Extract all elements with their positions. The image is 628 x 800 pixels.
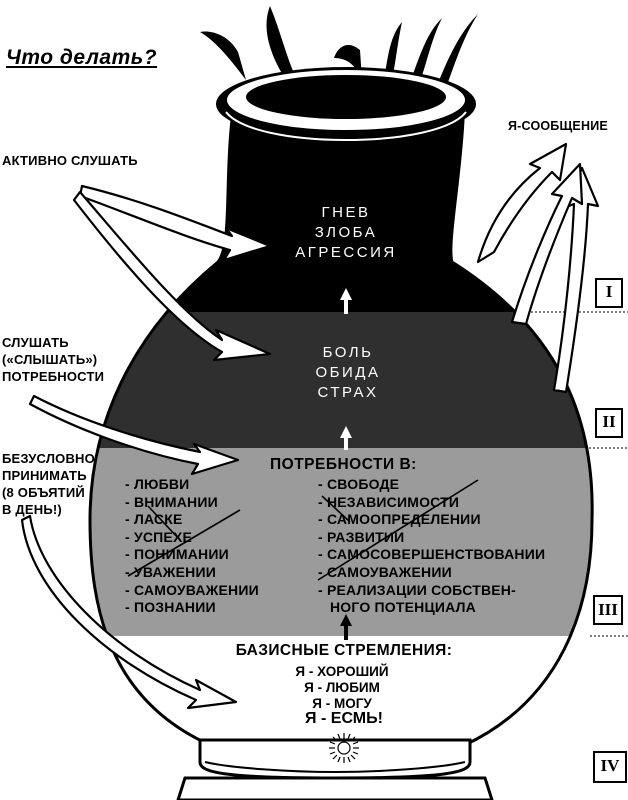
need-right-4: - РАЗВИТИИ [318,528,405,545]
splash-drops [200,6,478,88]
need-right-8: НОГО ПОТЕНЦИАЛА [330,599,476,616]
label-accept-line-1: БЕЗУСЛОВНО [2,451,95,466]
numeral-iii: III [598,600,618,619]
need-left-6: - УВАЖЕНИИ [125,563,217,580]
label-accept-line-2: ПРИНИМАТЬ [2,468,87,483]
need-left-4: - УСПЕХЕ [125,528,193,545]
arrow-listen-to-ii [72,190,272,362]
arrow-ii-to-message [552,166,600,394]
jug-base [176,738,494,800]
page-title: Что делать? [6,46,158,69]
level-i-word-3: АГРЕССИЯ [295,244,397,261]
outline-arrows [20,142,600,710]
need-right-2: - НЕЗАВИСИМОСТИ [318,493,460,510]
level-iv-lines: Я - ХОРОШИЙ Я - ЛЮБИМ Я - МОГУ [182,664,502,712]
label-active-listen: АКТИВНО СЛУШАТЬ [2,153,138,168]
sun-icon [329,733,359,763]
need-right-3: - САМООПРЕДЕЛЕНИИ [318,511,481,528]
need-left-7: - САМОУВАЖЕНИИ [125,581,259,598]
level-iv-emphasis: Я - ЕСМЬ! [305,710,383,727]
level-iv-line-1: Я - ХОРОШИЙ [295,664,389,679]
label-accept-line-3: (8 ОБЪЯТИЙ [2,485,85,500]
level-iv-line-2: Я - ЛЮБИМ [304,680,380,695]
band-level-ii [90,312,593,448]
need-right-5: - САМОСОВЕРШЕНСТВОВАНИИ [318,546,546,563]
numeral-ii: II [602,412,616,431]
level-ii-word-1: БОЛЬ [322,344,374,361]
level-i-words: ГНЕВ ЗЛОБА АГРЕССИЯ [246,203,446,263]
level-iv-heading: БАЗИСНЫЕ СТРЕМЛЕНИЯ: [235,642,453,659]
jug-mouth [216,67,476,142]
numeral-iv: IV [600,756,620,775]
needs-right-list: - СВОБОДЕ - НЕЗАВИСИМОСТИ - САМООПРЕДЕЛЕ… [318,476,545,617]
need-left-3: - ЛАСКЕ [125,511,183,528]
numeral-i: I [605,282,613,301]
label-hear-needs-line-2: («СЛЫШАТЬ») [2,352,98,367]
numeral-boxes [593,278,627,783]
label-i-message: Я-СООБЩЕНИЕ [508,119,608,133]
needs-left-list: - ЛЮБВИ - ВНИМАНИИ - ЛАСКЕ - УСПЕХЕ - ПО… [125,476,259,617]
need-left-5: - ПОНИМАНИИ [125,546,229,563]
label-accept-line-4: В ДЕНЬ!) [2,502,62,517]
up-arrows [340,288,352,640]
arrow-i-to-message-a [476,142,568,264]
level-i-word-1: ГНЕВ [321,204,371,221]
band-level-iii [90,448,593,636]
arrow-accept-to-iv [20,514,238,710]
arrow-needs-to-iii [28,394,240,476]
level-iv-line-3: Я - МОГУ [312,696,372,711]
need-left-8: - ПОЗНАНИИ [125,599,216,616]
label-accept: БЕЗУСЛОВНО ПРИНИМАТЬ (8 ОБЪЯТИЙ В ДЕНЬ!) [2,450,95,518]
need-right-7: - РЕАЛИЗАЦИИ СОБСТВЕН- [318,581,516,598]
strike-marks [127,479,479,581]
need-left-2: - ВНИМАНИИ [125,493,218,510]
need-right-1: - СВОБОДЕ [318,476,400,492]
label-hear-needs-line-1: СЛУШАТЬ [2,335,69,350]
level-ii-word-2: ОБИДА [315,364,381,381]
level-iii-heading: ПОТРЕБНОСТИ В: [270,456,417,473]
level-ii-words: БОЛЬ ОБИДА СТРАХ [248,343,448,403]
arrow-listen-to-i [78,184,272,262]
arrow-i-to-message-b [510,162,584,326]
level-ii-word-3: СТРАХ [317,384,379,401]
label-hear-needs: СЛУШАТЬ («СЛЫШАТЬ») ПОТРЕБНОСТИ [2,334,104,385]
level-i-word-2: ЗЛОБА [314,224,378,241]
label-hear-needs-line-3: ПОТРЕБНОСТИ [2,369,105,384]
need-left-1: - ЛЮБВИ [125,476,190,492]
need-right-6: - САМОУВАЖЕНИИ [318,563,452,580]
